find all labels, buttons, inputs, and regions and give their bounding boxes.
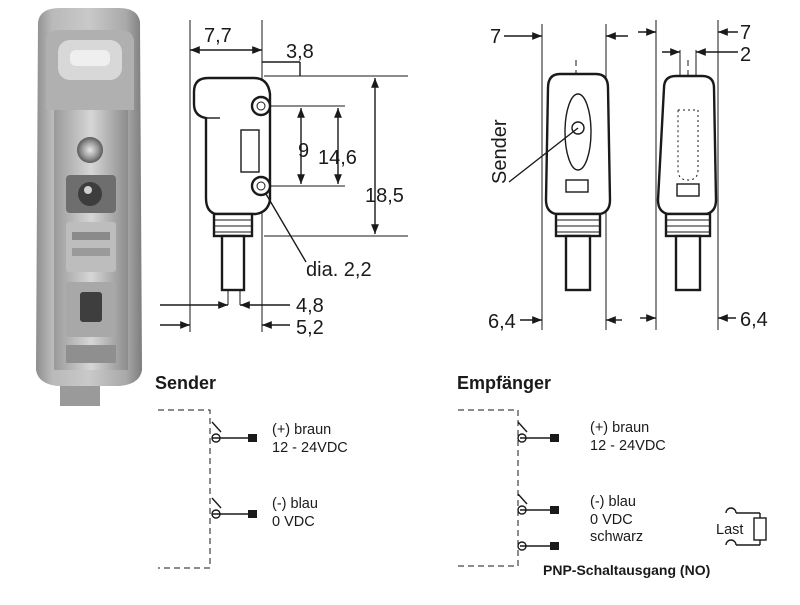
- empfaenger-plus-voltage: 12 - 24VDC: [590, 438, 666, 454]
- sender-callout: Sender: [489, 119, 511, 184]
- sensor-photo: [36, 8, 142, 406]
- sender-title: Sender: [155, 373, 216, 393]
- empfaenger-minus-voltage: 0 VDC: [590, 512, 633, 528]
- dim-rear-7: 7: [740, 22, 751, 44]
- dim-depth-5-2: 5,2: [296, 317, 324, 339]
- dim-rear-6-4: 6,4: [740, 309, 768, 331]
- empfaenger-plus-label: (+) braun: [590, 420, 649, 436]
- sender-wiring-diagram: [158, 409, 257, 569]
- empfaenger-title: Empfänger: [457, 373, 551, 393]
- dim-front-7: 7: [490, 26, 501, 48]
- load-resistor-symbol: [725, 507, 767, 546]
- empfaenger-wiring-diagram: [458, 409, 559, 567]
- sender-minus-label: (-) blau: [272, 496, 318, 512]
- dim-offset-3-8: 3,8: [286, 41, 314, 63]
- dim-front-6-4: 6,4: [488, 311, 516, 333]
- rear-view-drawing: [638, 20, 738, 330]
- sender-minus-voltage: 0 VDC: [272, 514, 315, 530]
- front-view-drawing: [504, 24, 628, 330]
- side-view-drawing: [160, 20, 408, 332]
- load-label: Last: [716, 522, 743, 538]
- sender-plus-label: (+) braun: [272, 422, 331, 438]
- empfaenger-output-label: schwarz: [590, 529, 643, 545]
- dim-rear-2: 2: [740, 44, 751, 66]
- dim-width-7-7: 7,7: [204, 25, 232, 47]
- sender-plus-voltage: 12 - 24VDC: [272, 440, 348, 456]
- empfaenger-minus-label: (-) blau: [590, 494, 636, 510]
- dim-pitch-9: 9: [298, 140, 309, 162]
- dim-height-14-6: 14,6: [318, 147, 357, 169]
- dim-depth-4-8: 4,8: [296, 295, 324, 317]
- output-type-footer: PNP-Schaltausgang (NO): [543, 562, 710, 578]
- dim-hole-dia: dia. 2,2: [306, 259, 372, 281]
- dim-height-18-5: 18,5: [365, 185, 404, 207]
